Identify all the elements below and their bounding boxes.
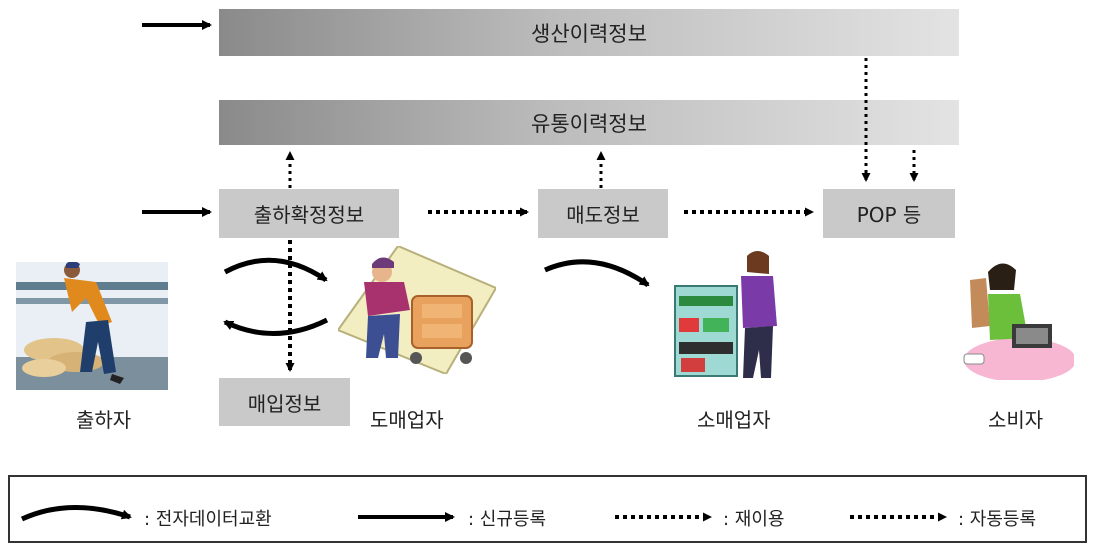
- edi-arrow-shipper-to-wholesaler: [223, 257, 328, 283]
- legend-symbols: [20, 504, 947, 522]
- production-history-label: 생산이력정보: [531, 21, 647, 46]
- shipment-confirm-box: 출하확정정보: [219, 189, 399, 238]
- retailer-label: 소매업자: [697, 408, 771, 432]
- legend-reuse-label: : 재이용: [723, 509, 785, 530]
- legend-edi-symbol: [20, 504, 132, 522]
- legend-auto-registration-label: : 자동등록: [958, 509, 1037, 530]
- purchase-info-label: 매입정보: [247, 391, 322, 416]
- legend-edi-label: : 전자데이터교환: [144, 509, 272, 530]
- retailer-illustration: [674, 251, 777, 378]
- wholesaler-illustration: [338, 246, 496, 374]
- sale-info-box: 매도정보: [538, 189, 668, 238]
- shipper-illustration: [16, 262, 168, 390]
- shipper-label: 출하자: [76, 408, 132, 432]
- edi-arrow-wholesaler-to-retailer: [543, 259, 650, 288]
- legend-new-registration-label: : 신규등록: [468, 509, 547, 530]
- purchase-info-box: 매입정보: [219, 378, 350, 426]
- distribution-history-label: 유통이력정보: [531, 111, 647, 136]
- flow-arrows: [142, 20, 919, 372]
- wholesaler-label: 도매업자: [370, 408, 444, 432]
- pop-label: POP 등: [856, 203, 922, 227]
- sale-info-label: 매도정보: [566, 203, 640, 227]
- pop-box: POP 등: [823, 189, 955, 238]
- legend: : 전자데이터교환 : 신규등록 : 재이용 : 자동등록: [8, 475, 1087, 543]
- distribution-history-bar: 유통이력정보: [219, 100, 959, 145]
- edi-arrow-wholesaler-to-shipper: [223, 317, 329, 336]
- shipment-confirm-label: 출하확정정보: [253, 203, 365, 227]
- production-history-bar: 생산이력정보: [219, 9, 959, 56]
- consumer-illustration: [963, 263, 1074, 380]
- consumer-label: 소비자: [988, 408, 1044, 432]
